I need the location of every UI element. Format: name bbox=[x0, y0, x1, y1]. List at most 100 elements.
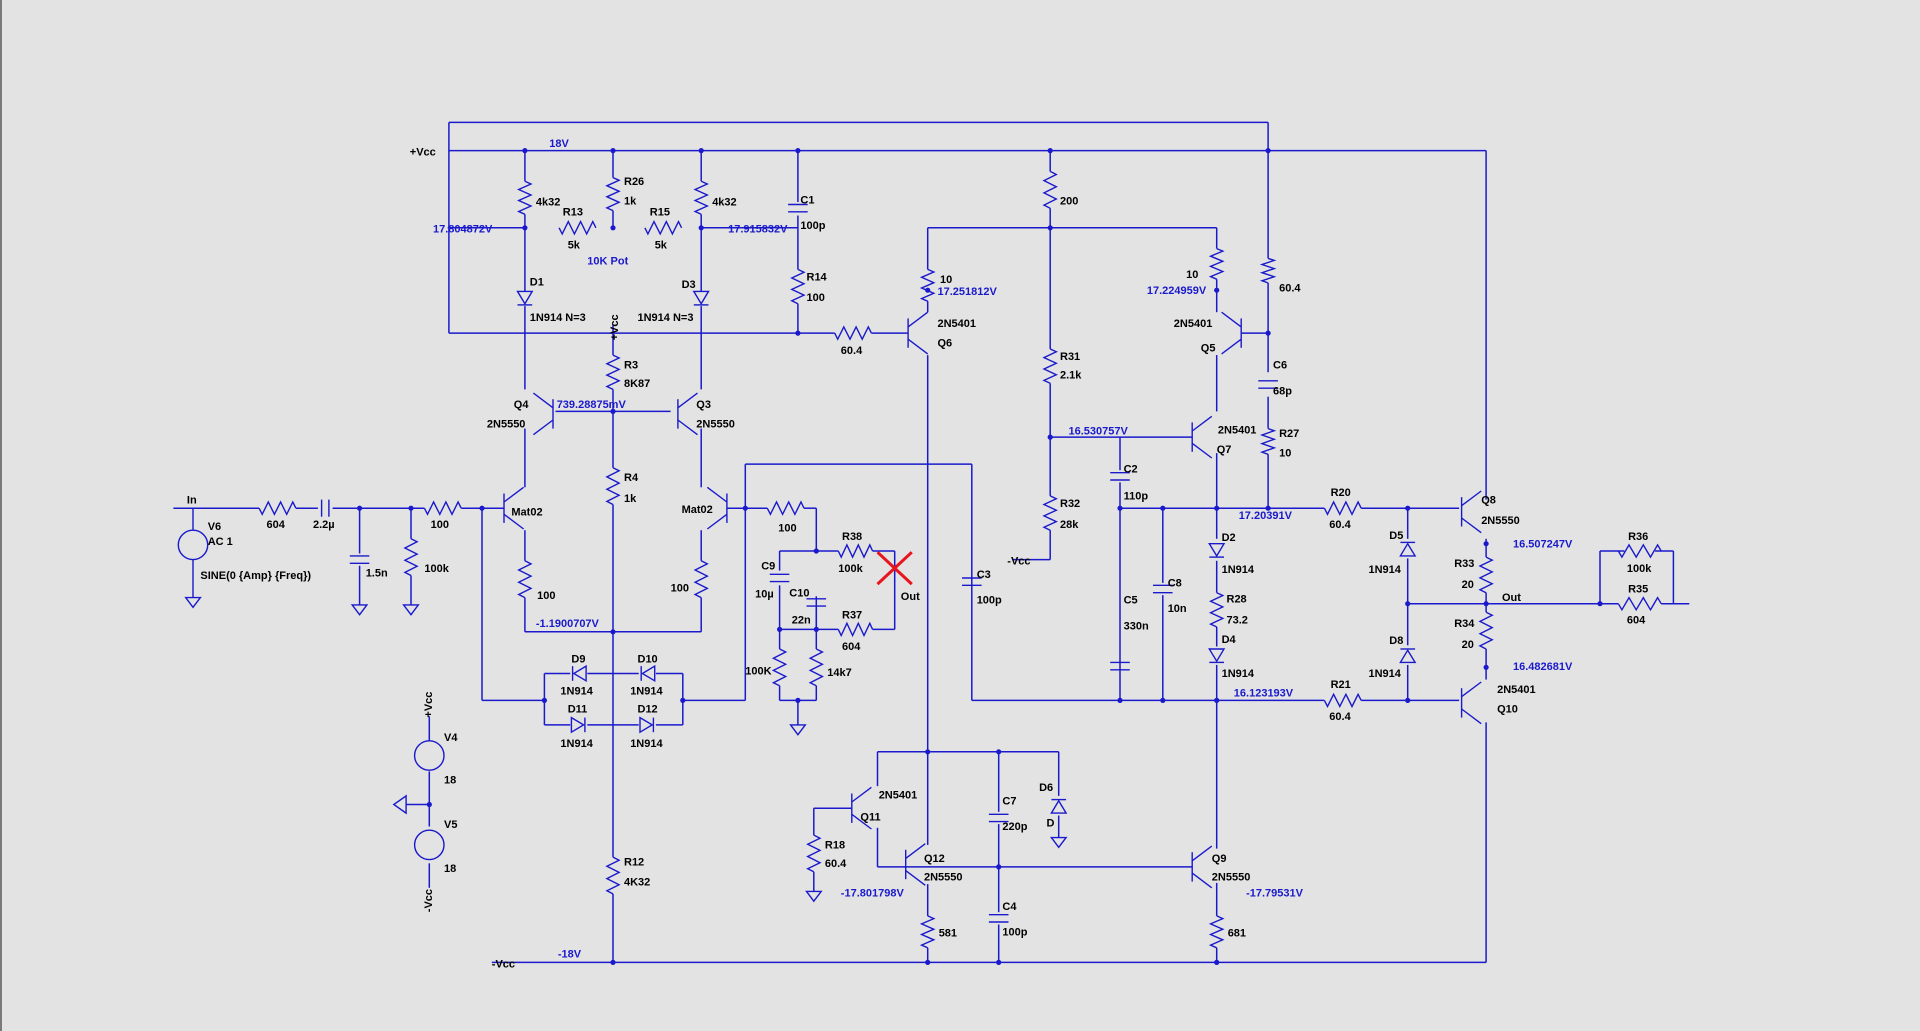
schematic-label: R34 bbox=[1454, 618, 1475, 630]
transistor-symbol bbox=[905, 870, 926, 886]
schematic-label: 100 bbox=[431, 519, 449, 531]
schematic-label: Q3 bbox=[696, 399, 711, 411]
resistor-symbol bbox=[919, 915, 936, 949]
schematic-label: 73.2 bbox=[1227, 614, 1248, 626]
schematic-label: 10 bbox=[1279, 448, 1291, 460]
junction-dot bbox=[522, 148, 528, 154]
diode-symbol bbox=[570, 716, 585, 734]
schematic-label: R27 bbox=[1279, 428, 1299, 440]
schematic-label: 20 bbox=[1462, 579, 1474, 591]
diode-symbol bbox=[1050, 799, 1068, 814]
schematic-label: 1N914 bbox=[630, 685, 663, 697]
ground-symbol bbox=[789, 724, 807, 736]
junction-dot bbox=[698, 225, 704, 231]
junction-dot bbox=[1160, 697, 1166, 704]
schematic-label: R35 bbox=[1628, 584, 1648, 596]
transistor-symbol bbox=[677, 419, 698, 436]
schematic-label: -17.79531V bbox=[1246, 887, 1304, 899]
resistor-symbol bbox=[837, 543, 874, 559]
schematic-label: R28 bbox=[1227, 593, 1247, 605]
schematic-label: 4k32 bbox=[536, 197, 560, 209]
schematic-label: D10 bbox=[638, 653, 658, 665]
junction-dot bbox=[610, 959, 616, 966]
transistor-symbol bbox=[851, 813, 872, 830]
schematic-label: 10n bbox=[1168, 603, 1187, 615]
schematic-label: 10 bbox=[940, 274, 952, 286]
schematic-label: 17.804872V bbox=[433, 224, 493, 236]
junction-dot bbox=[680, 697, 686, 704]
junction-dot bbox=[1597, 601, 1603, 607]
ground-symbol bbox=[350, 604, 369, 616]
schematic-label: 100 bbox=[778, 522, 796, 534]
transistor-symbol bbox=[905, 843, 926, 859]
schematic-label: 4k32 bbox=[712, 197, 736, 209]
junction-dot bbox=[1265, 505, 1271, 511]
schematic-label: Q4 bbox=[514, 399, 530, 411]
schematic-label: R13 bbox=[563, 207, 583, 219]
transistor-symbol bbox=[706, 513, 728, 530]
schematic-label: In bbox=[187, 494, 197, 506]
resistor-symbol bbox=[834, 325, 873, 341]
diode-symbol bbox=[639, 716, 654, 734]
resistor-symbol bbox=[1208, 915, 1225, 949]
transistor-symbol bbox=[1191, 415, 1213, 432]
schematic-label: 100k bbox=[1627, 563, 1652, 575]
schematic-label: 17.251812V bbox=[938, 286, 998, 298]
junction-dot bbox=[925, 749, 931, 755]
schematic-label: D3 bbox=[682, 279, 696, 291]
schematic-label: 2N5401 bbox=[938, 318, 977, 330]
junction-dot bbox=[1214, 697, 1220, 704]
schematic-label: 1N914 bbox=[560, 685, 593, 697]
schematic-label: 330n bbox=[1124, 620, 1149, 632]
schematic-label: R18 bbox=[825, 840, 845, 852]
resistor-symbol bbox=[1042, 170, 1058, 209]
junction-dot bbox=[1405, 505, 1411, 511]
junction-dot bbox=[1214, 505, 1220, 511]
schematic-label: +Vcc bbox=[410, 147, 436, 159]
ground-symbol bbox=[184, 596, 202, 609]
schematic-label: R14 bbox=[807, 271, 828, 283]
transistor-symbol bbox=[706, 486, 728, 503]
resistor-symbol bbox=[1323, 500, 1362, 516]
voltage-source-symbol bbox=[177, 529, 209, 561]
schematic-label: 18 bbox=[444, 863, 456, 875]
schematic-label: C4 bbox=[1002, 901, 1017, 913]
schematic-label: Q9 bbox=[1212, 853, 1227, 865]
resistor-symbol bbox=[771, 648, 788, 687]
resistor-symbol bbox=[1042, 348, 1058, 384]
schematic-label: 681 bbox=[1228, 928, 1246, 940]
junction-dot bbox=[698, 148, 704, 154]
schematic-label: C3 bbox=[977, 569, 991, 581]
ground-symbol bbox=[805, 890, 823, 903]
schematic-label: 60.4 bbox=[825, 858, 847, 870]
schematic-label: C1 bbox=[800, 194, 814, 206]
resistor-symbol bbox=[516, 180, 533, 215]
diode-symbol bbox=[1399, 648, 1417, 664]
schematic-label: -Vcc bbox=[492, 958, 515, 970]
schematic-label: 1N914 N=3 bbox=[638, 312, 694, 324]
schematic-label: 60.4 bbox=[1329, 711, 1351, 723]
schematic-label: V5 bbox=[444, 819, 457, 831]
transistor-symbol bbox=[677, 392, 698, 409]
supply-label: -Vcc bbox=[423, 889, 435, 912]
schematic-label: 10 bbox=[1186, 269, 1198, 281]
schematic-label: Q5 bbox=[1201, 342, 1216, 354]
resistor-symbol bbox=[766, 500, 805, 516]
junction-dot bbox=[610, 629, 616, 635]
junction-dot bbox=[1265, 148, 1271, 154]
schematic-label: 20 bbox=[1462, 639, 1474, 651]
schematic-label: 16.482681V bbox=[1513, 661, 1573, 673]
resistor-symbol bbox=[1259, 427, 1277, 455]
junction-dot bbox=[1265, 330, 1271, 336]
schematic-label: D bbox=[1047, 818, 1055, 830]
schematic-label: R37 bbox=[842, 609, 862, 621]
junction-dot bbox=[1047, 434, 1053, 440]
schematic-label: 4K32 bbox=[624, 876, 650, 888]
schematic-label: R38 bbox=[842, 531, 862, 543]
schematic-label: 1k bbox=[624, 196, 637, 208]
schematic-label: 10µ bbox=[755, 589, 774, 601]
schematic-label: 18V bbox=[549, 138, 569, 150]
schematic-label: V4 bbox=[444, 732, 458, 744]
